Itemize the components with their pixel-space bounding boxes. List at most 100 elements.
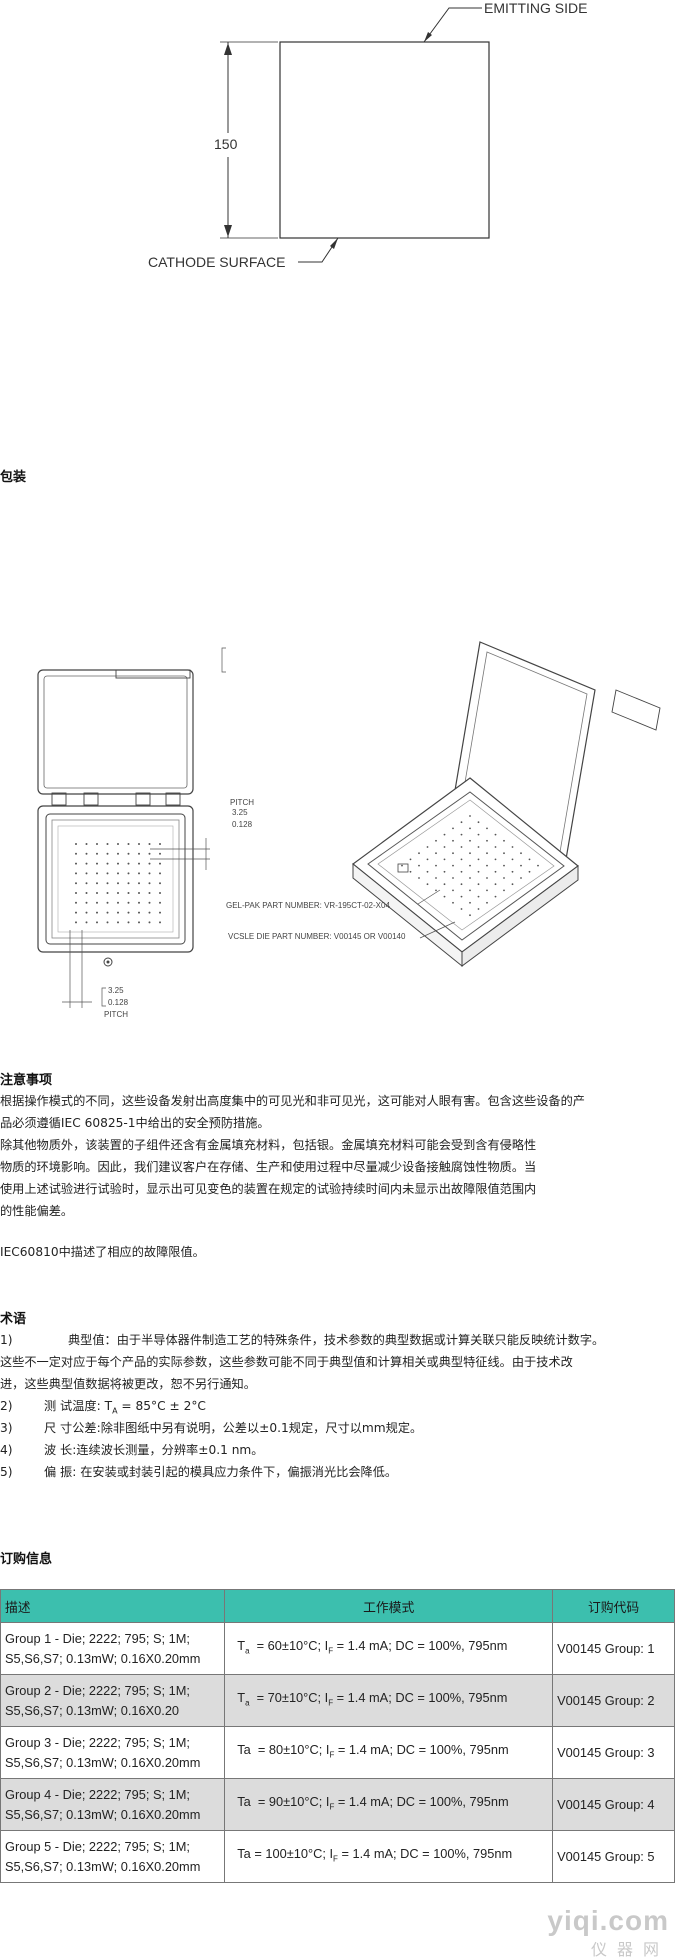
pitch-top-label: PITCH bbox=[230, 798, 254, 807]
gelpak-part-number-label: GEL-PAK PART NUMBER: VR-195CT-02-X04 bbox=[226, 901, 390, 910]
die-dot bbox=[159, 882, 161, 885]
die-dot bbox=[452, 864, 454, 867]
die-dot bbox=[460, 846, 463, 848]
die-dot bbox=[494, 870, 497, 873]
die-dot bbox=[75, 901, 77, 904]
mode-tail: = 1.4 mA; DC = 100%, 795nm bbox=[333, 1637, 508, 1653]
term-text: 波 长:连续波长测量，分辨率±0.1 nm。 bbox=[44, 1443, 264, 1457]
die-dot bbox=[148, 843, 151, 845]
die-dot bbox=[520, 852, 522, 855]
die-dot bbox=[460, 895, 463, 898]
die-dot bbox=[537, 864, 539, 867]
description-line-1: Group 5 - Die; 2222; 795; S; 1M; bbox=[5, 1838, 190, 1854]
die-dot bbox=[486, 877, 488, 879]
die-dot bbox=[75, 892, 77, 894]
die-dot bbox=[494, 846, 497, 848]
ta-symbol: T bbox=[237, 1637, 246, 1653]
die-dot bbox=[159, 892, 161, 894]
die-dot bbox=[443, 883, 446, 886]
die-dot bbox=[477, 895, 480, 898]
terms-heading: 术语 bbox=[0, 1312, 27, 1327]
table-header-row: 描述 工作模式 订购代码 bbox=[0, 1589, 675, 1623]
die-dot bbox=[511, 883, 514, 886]
die-dot bbox=[117, 901, 119, 904]
die-dot bbox=[148, 862, 151, 865]
description-line-1: Group 3 - Die; 2222; 795; S; 1M; bbox=[5, 1734, 190, 1750]
notes-heading: 注意事项 bbox=[0, 1073, 53, 1088]
pitch-top-value-1: 3.25 bbox=[232, 808, 248, 817]
die-dot bbox=[469, 914, 471, 917]
die-dot bbox=[148, 892, 151, 894]
die-dot bbox=[469, 839, 471, 842]
table-row: Group 1 - Die; 2222; 795; S; 1M;S5,S6,S7… bbox=[0, 1622, 675, 1675]
notes-line-4: 物质的环境影响。因此，我们建议客户在存储、生产和使用过程中尽量减少设备接触腐蚀性… bbox=[0, 1160, 537, 1174]
die-dot bbox=[106, 921, 109, 924]
ta-symbol: Ta bbox=[237, 1793, 251, 1809]
notes-line-6: 的性能偏差。 bbox=[0, 1204, 74, 1218]
die-dot bbox=[159, 911, 161, 914]
die-dot bbox=[159, 901, 161, 904]
notes-iec-line: IEC60810中描述了相应的故障限值。 bbox=[0, 1245, 205, 1259]
die-dot bbox=[486, 864, 488, 867]
description-cell: Group 4 - Die; 2222; 795; S; 1M;S5,S6,S7… bbox=[0, 1778, 226, 1831]
pitch-top-value-2: 0.128 bbox=[232, 820, 253, 829]
die-dot bbox=[460, 870, 463, 873]
description-line-2: S5,S6,S7; 0.13mW; 0.16X0.20mm bbox=[5, 1650, 201, 1666]
header-operating-mode: 工作模式 bbox=[224, 1589, 554, 1623]
die-dot bbox=[127, 901, 130, 904]
die-dot bbox=[409, 858, 412, 861]
die-dot bbox=[460, 883, 463, 886]
die-dot bbox=[435, 864, 437, 867]
die-dot bbox=[96, 901, 98, 904]
table-row: Group 3 - Die; 2222; 795; S; 1M;S5,S6,S7… bbox=[0, 1726, 675, 1779]
table-row: Group 2 - Die; 2222; 795; S; 1M;S5,S6,S7… bbox=[0, 1674, 675, 1727]
die-dot bbox=[127, 911, 130, 914]
term-item-4: 4)波 长:连续波长测量，分辨率±0.1 nm。 bbox=[0, 1439, 263, 1461]
die-dot bbox=[85, 892, 88, 894]
die-dot bbox=[117, 862, 119, 865]
die-dot bbox=[106, 892, 109, 894]
die-dot bbox=[148, 921, 151, 924]
ta-symbol: Ta bbox=[237, 1741, 251, 1757]
die-dot bbox=[106, 901, 109, 904]
die-dot bbox=[469, 877, 471, 879]
mode-text: = 90±10°C; I bbox=[250, 1793, 330, 1809]
die-dot bbox=[159, 872, 161, 875]
watermark-logo: yiqi.com bbox=[547, 1905, 669, 1936]
ta-subscript: a bbox=[245, 1698, 250, 1708]
operating-mode-cell: Ta = 60±10°C; IF = 1.4 mA; DC = 100%, 79… bbox=[224, 1622, 554, 1675]
die-dot bbox=[503, 852, 505, 855]
die-dot bbox=[85, 901, 88, 904]
description-line-1: Group 2 - Die; 2222; 795; S; 1M; bbox=[5, 1682, 190, 1698]
die-dot bbox=[96, 911, 98, 914]
die-dot bbox=[106, 872, 109, 875]
die-dot bbox=[494, 858, 497, 861]
mode-text: = 70±10°C; I bbox=[249, 1689, 329, 1705]
notes-line-2: 品必须遵循IEC 60825-1中给出的安全预防措施。 bbox=[0, 1116, 270, 1130]
die-dot bbox=[443, 870, 446, 873]
die-dot bbox=[75, 862, 77, 865]
die-dot bbox=[494, 883, 497, 886]
header-order-code: 订购代码 bbox=[552, 1589, 675, 1623]
operating-mode-cell: Ta = 90±10°C; IF = 1.4 mA; DC = 100%, 79… bbox=[224, 1778, 554, 1831]
die-dot bbox=[469, 864, 471, 867]
die-dot bbox=[75, 872, 77, 875]
description-line-1: Group 4 - Die; 2222; 795; S; 1M; bbox=[5, 1786, 190, 1802]
die-dot bbox=[477, 883, 480, 886]
die-dot bbox=[503, 839, 505, 842]
operating-mode-cell: Ta = 100±10°C; IF = 1.4 mA; DC = 100%, 7… bbox=[224, 1830, 554, 1883]
die-dot bbox=[159, 852, 161, 855]
die-dot bbox=[418, 864, 420, 867]
die-dot bbox=[117, 921, 119, 924]
die-dot bbox=[106, 862, 109, 865]
die-dot bbox=[138, 872, 140, 875]
die-dot bbox=[127, 862, 130, 865]
die-dot bbox=[418, 877, 420, 879]
vcsle-part-number-label: VCSLE DIE PART NUMBER: V00145 OR V00140 bbox=[228, 932, 406, 941]
die-dot bbox=[486, 889, 488, 892]
die-dot bbox=[138, 892, 140, 894]
die-dot bbox=[96, 872, 98, 875]
term-text: 典型值：由于半导体器件制造工艺的特殊条件，技术参数的典型数据或计算关联只能反映统… bbox=[68, 1333, 605, 1347]
term-item-1-line-3: 进，这些典型值数据将被更改，恕不另行通知。 bbox=[0, 1377, 256, 1391]
die-dot bbox=[138, 852, 140, 855]
